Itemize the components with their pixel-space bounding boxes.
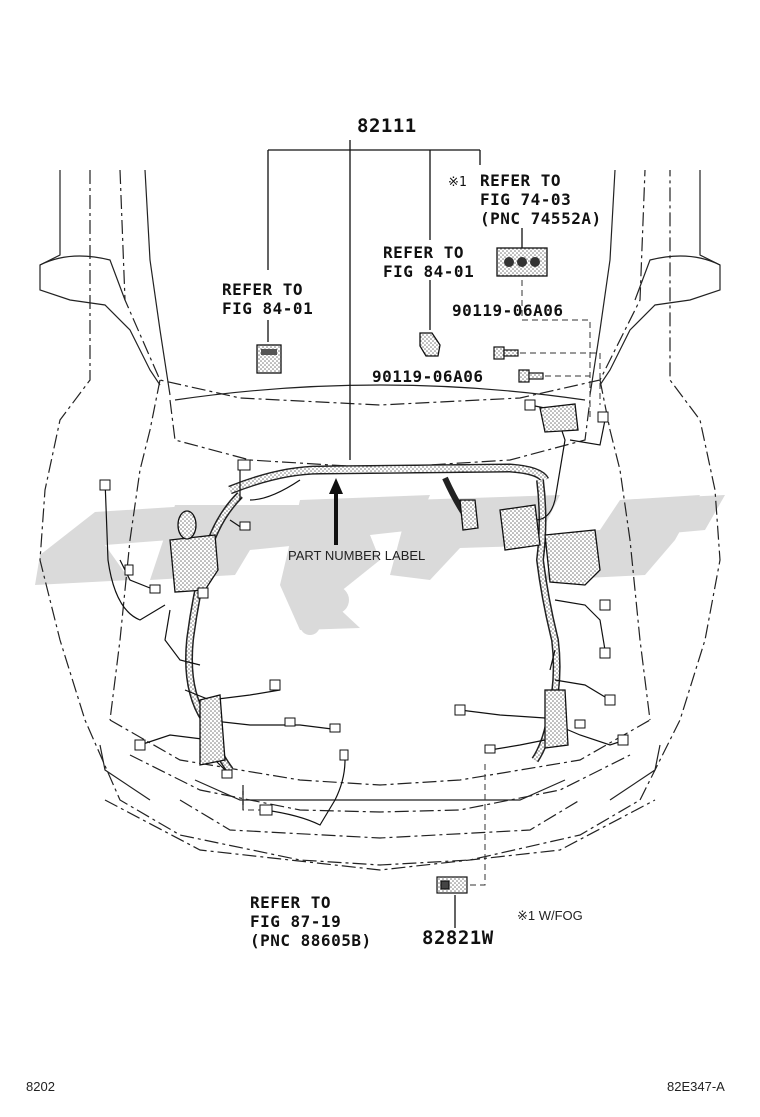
bolt-lower-part-number[interactable]: 90119-06A06 — [372, 367, 484, 386]
vehicle-solid-lines — [39, 169, 721, 801]
bolt-upper-part-number[interactable]: 90119-06A06 — [452, 301, 564, 320]
connector-center-icon — [419, 332, 441, 357]
part-number-label-arrow — [329, 478, 343, 545]
refer-left-line2[interactable]: FIG 84-01 — [222, 299, 314, 318]
refer-center-line1[interactable]: REFER TO — [383, 243, 465, 262]
bolt-lower-icon — [518, 369, 544, 383]
refer-center-line2[interactable]: FIG 84-01 — [383, 262, 475, 281]
refer-bottom-line1[interactable]: REFER TO — [250, 893, 332, 912]
connector-left-icon — [256, 344, 282, 374]
refer-bottom-line3[interactable]: (PNC 88605B) — [250, 931, 372, 950]
dashed-leaders — [242, 280, 601, 886]
main-part-number[interactable]: 82111 — [357, 115, 417, 137]
footer-left-code: 8202 — [26, 1079, 55, 1094]
connector-bottom-icon — [436, 876, 468, 894]
bottom-part-number[interactable]: 82821W — [422, 927, 494, 949]
fog-relay-icon — [496, 247, 548, 277]
leader-lines — [242, 140, 523, 928]
refer-bottom-line2[interactable]: FIG 87-19 — [250, 912, 342, 931]
harness-connectors — [99, 399, 629, 816]
bolt-upper-icon — [493, 346, 519, 360]
part-number-label-text: PART NUMBER LABEL — [288, 548, 426, 563]
wire-harness — [104, 404, 626, 826]
refer-topright-line1[interactable]: REFER TO — [480, 171, 562, 190]
harness-junction-blocks — [169, 403, 601, 766]
refer-topright-line2[interactable]: FIG 74-03 — [480, 190, 572, 209]
vehicle-outline — [39, 169, 721, 871]
footnote-fog: ※1 W/FOG — [517, 908, 583, 923]
refer-left-line1[interactable]: REFER TO — [222, 280, 304, 299]
footer-right-code: 82E347-A — [667, 1079, 725, 1094]
fog-mark: ※1 — [448, 175, 467, 190]
refer-topright-line3[interactable]: (PNC 74552A) — [480, 209, 602, 228]
watermark — [35, 495, 725, 635]
